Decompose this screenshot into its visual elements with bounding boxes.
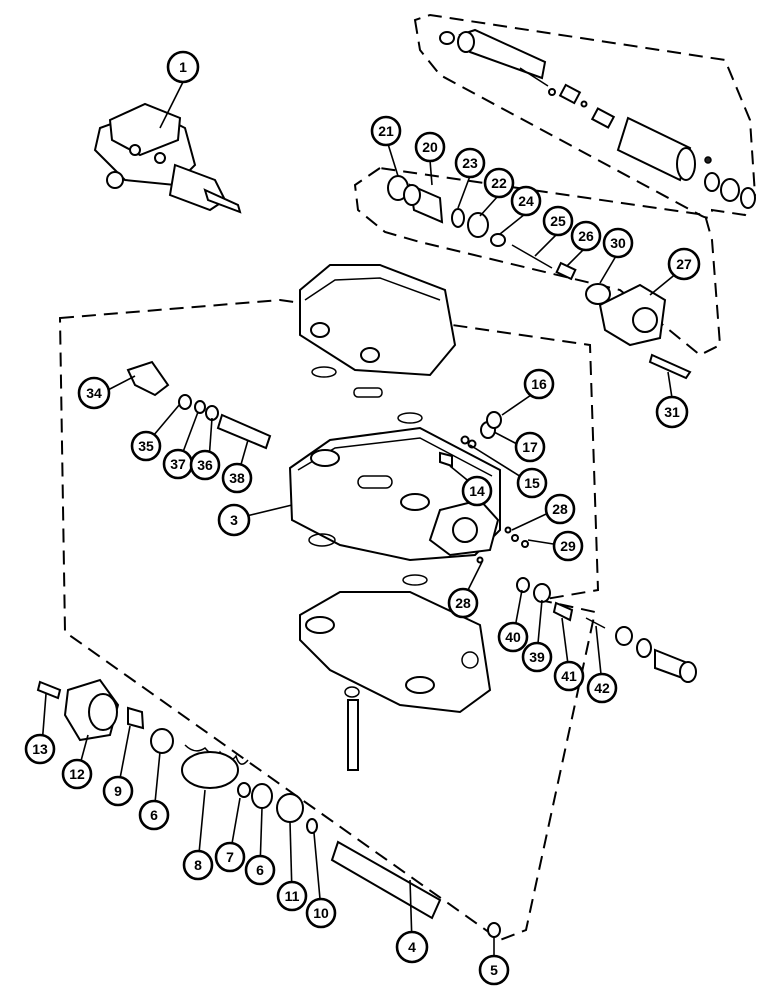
svg-text:42: 42	[594, 680, 610, 696]
callout-8: 8	[182, 849, 214, 881]
svg-text:10: 10	[313, 905, 329, 921]
callout-38: 38	[221, 462, 253, 494]
svg-text:6: 6	[150, 807, 158, 823]
callout-40: 40	[497, 621, 529, 653]
callout-22: 22	[483, 167, 515, 199]
callout-34: 34	[77, 376, 111, 410]
svg-text:8: 8	[194, 857, 202, 873]
callout-39: 39	[521, 641, 553, 673]
top-group-outline	[413, 13, 757, 219]
svg-text:23: 23	[462, 155, 478, 171]
control-valve-assembly	[93, 102, 242, 214]
callout-13: 13	[24, 733, 56, 765]
callout-6-left: 6	[138, 799, 170, 831]
callout-20: 20	[414, 131, 446, 163]
svg-text:28: 28	[552, 501, 568, 517]
callout-10: 10	[305, 897, 337, 929]
callout-31: 31	[655, 395, 689, 429]
svg-text:27: 27	[676, 256, 692, 272]
svg-text:4: 4	[408, 939, 416, 955]
top-cartridge-assembly	[439, 28, 756, 209]
callout-37: 37	[162, 448, 194, 480]
callout-24: 24	[510, 185, 542, 217]
callout-29: 29	[552, 530, 584, 562]
svg-text:15: 15	[524, 475, 540, 491]
callouts: 1 21 20 23 22 24 25 26 30 27 31 34 35 37…	[24, 50, 701, 986]
svg-text:34: 34	[86, 385, 102, 401]
svg-text:26: 26	[578, 228, 594, 244]
svg-text:21: 21	[378, 123, 394, 139]
callout-17: 17	[514, 431, 546, 463]
upper-mid-group-outline	[353, 167, 722, 357]
callout-30: 30	[602, 227, 634, 259]
callout-5: 5	[478, 954, 510, 986]
callout-35: 35	[130, 430, 162, 462]
svg-text:36: 36	[197, 457, 213, 473]
callout-4: 4	[395, 930, 429, 964]
callout-11: 11	[276, 880, 308, 912]
callout-9: 9	[102, 775, 134, 807]
callout-42: 42	[586, 672, 618, 704]
svg-text:12: 12	[69, 766, 85, 782]
svg-text:35: 35	[138, 438, 154, 454]
svg-text:1: 1	[179, 59, 187, 75]
svg-text:17: 17	[522, 439, 538, 455]
callout-41: 41	[553, 660, 585, 692]
svg-text:41: 41	[561, 668, 577, 684]
svg-text:30: 30	[610, 235, 626, 251]
svg-text:14: 14	[469, 483, 485, 499]
svg-text:9: 9	[114, 783, 122, 799]
svg-text:6: 6	[256, 862, 264, 878]
svg-text:11: 11	[285, 888, 300, 904]
svg-text:20: 20	[422, 139, 438, 155]
svg-text:24: 24	[518, 193, 534, 209]
svg-text:37: 37	[170, 456, 186, 472]
callout-28-lower: 28	[447, 587, 479, 619]
lower-cover-plate	[299, 591, 492, 771]
svg-text:28: 28	[455, 595, 471, 611]
svg-text:31: 31	[664, 404, 680, 420]
callout-16: 16	[523, 368, 555, 400]
svg-text:22: 22	[491, 175, 507, 191]
callout-15: 15	[516, 467, 548, 499]
svg-text:38: 38	[229, 470, 245, 486]
callout-21: 21	[370, 115, 402, 147]
callout-12: 12	[61, 758, 93, 790]
svg-text:16: 16	[531, 376, 547, 392]
svg-text:5: 5	[490, 962, 498, 978]
callout-28-upper: 28	[544, 493, 576, 525]
svg-text:3: 3	[230, 512, 238, 528]
svg-text:40: 40	[505, 629, 521, 645]
svg-text:7: 7	[226, 849, 234, 865]
callout-27: 27	[667, 247, 701, 281]
main-valve-body	[288, 426, 501, 586]
callout-7: 7	[214, 841, 246, 873]
svg-text:29: 29	[560, 538, 576, 554]
upper-cover	[299, 264, 457, 424]
callout-36: 36	[189, 449, 221, 481]
svg-text:13: 13	[32, 741, 48, 757]
callout-6-right: 6	[244, 854, 276, 886]
callout-14: 14	[461, 475, 493, 507]
callout-25: 25	[542, 205, 574, 237]
svg-text:25: 25	[550, 213, 566, 229]
callout-26: 26	[570, 220, 602, 252]
callout-1: 1	[166, 50, 200, 84]
svg-text:39: 39	[529, 649, 545, 665]
callout-3: 3	[217, 503, 251, 537]
callout-23: 23	[454, 147, 486, 179]
